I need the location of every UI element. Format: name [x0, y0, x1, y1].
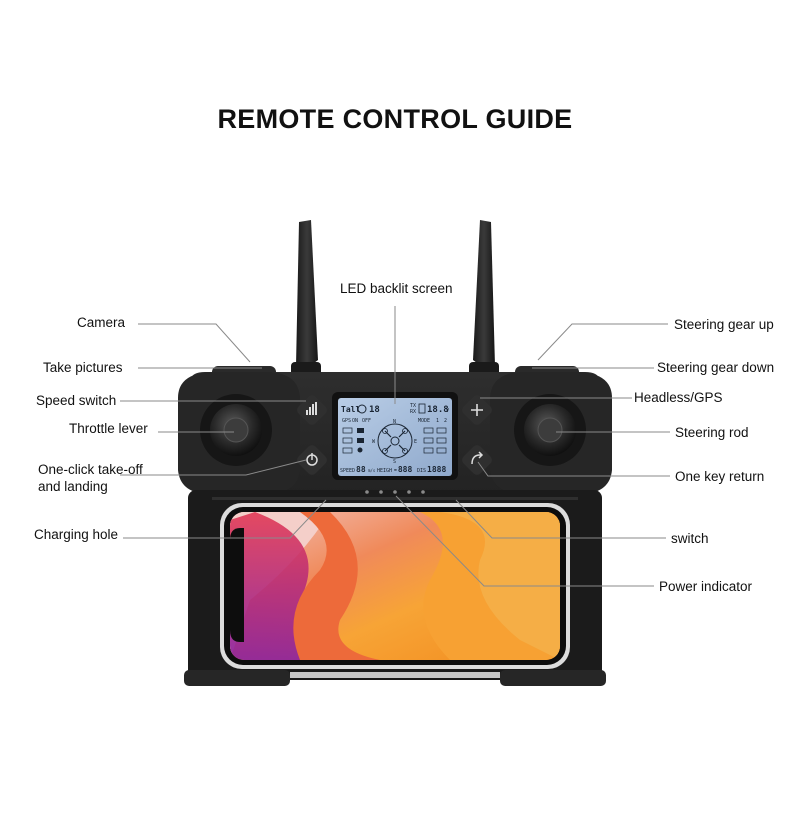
label-headless-gps: Headless/GPS — [634, 390, 723, 405]
lcd-compass-w: W — [372, 439, 376, 445]
lcd-voltage-unit: V — [446, 408, 449, 414]
lcd-dis-value: 1888 — [427, 465, 446, 474]
speed-switch-button[interactable] — [295, 393, 329, 427]
right-antenna — [469, 220, 499, 382]
leader-lines — [120, 306, 670, 587]
lcd-on: ON — [352, 418, 358, 424]
leader-steering-up — [537, 323, 668, 361]
speed-switch-icon — [306, 402, 317, 415]
label-speed-switch: Speed switch — [36, 393, 117, 408]
throttle-lever[interactable] — [200, 394, 272, 466]
lcd-mode-1: 1 — [436, 418, 439, 424]
headless-gps-icon — [471, 404, 483, 416]
lcd-height-label: HEIGH — [377, 468, 392, 474]
one-key-return-button[interactable] — [460, 443, 494, 477]
left-antenna — [291, 220, 321, 382]
lcd-gps: GPS — [342, 418, 351, 424]
lcd-speed-value: 88 — [356, 465, 366, 474]
lcd-compass: N S W E — [372, 419, 417, 465]
lcd-rx: RX — [410, 409, 416, 415]
power-indicator — [365, 490, 425, 494]
label-take-pictures: Take pictures — [43, 360, 123, 375]
leader-one-click — [120, 459, 307, 476]
lcd-compass-s: S — [393, 459, 396, 465]
leader-charging-hole — [123, 499, 327, 539]
label-steering-gear-up: Steering gear up — [674, 317, 774, 332]
lcd-speed-label: SPEED — [340, 468, 355, 474]
headless-gps-button[interactable] — [460, 393, 494, 427]
lcd-trim-value: 18 — [369, 405, 380, 415]
lcd-mode-label: MODE — [418, 418, 430, 424]
label-switch: switch — [671, 531, 709, 546]
lcd-voltage: 18.8 — [427, 405, 449, 415]
one-key-return-icon — [471, 451, 484, 465]
label-one-click-takeoff: One-click take-off and landing — [38, 462, 143, 494]
lcd-compass-e: E — [414, 439, 417, 445]
label-led-backlit-screen: LED backlit screen — [340, 281, 453, 296]
leader-one-key-return — [477, 461, 670, 477]
label-steering-rod: Steering rod — [675, 425, 749, 440]
label-one-key-return: One key return — [675, 469, 765, 484]
leader-power-indicator — [395, 495, 654, 587]
label-steering-gear-down: Steering gear down — [657, 360, 775, 375]
label-throttle-lever: Throttle lever — [69, 421, 148, 436]
leader-camera — [138, 323, 251, 363]
lcd-tx: TX — [410, 403, 416, 409]
one-click-takeoff-button[interactable] — [295, 443, 329, 477]
leader-switch — [455, 499, 666, 539]
label-camera: Camera — [77, 315, 126, 330]
one-click-takeoff-icon — [306, 453, 318, 466]
led-backlit-screen: Tall 18 TX RX 18.8 V GPS ON OFF MODE 1 2 — [332, 392, 458, 480]
lcd-compass-n: N — [393, 419, 396, 425]
lcd-speed-unit: m/s — [368, 468, 376, 473]
label-power-indicator: Power indicator — [659, 579, 753, 594]
lcd-dis-label: DIS — [417, 468, 426, 474]
steering-rod[interactable] — [514, 394, 586, 466]
lcd-off: OFF — [362, 418, 371, 424]
lcd-signal: Tall — [341, 405, 360, 414]
page-title: REMOTE CONTROL GUIDE — [217, 104, 573, 134]
label-charging-hole: Charging hole — [34, 527, 119, 542]
charging-hole — [212, 497, 578, 500]
lcd-height-value: -888 — [393, 465, 412, 474]
lcd-mode-2: 2 — [444, 418, 447, 424]
